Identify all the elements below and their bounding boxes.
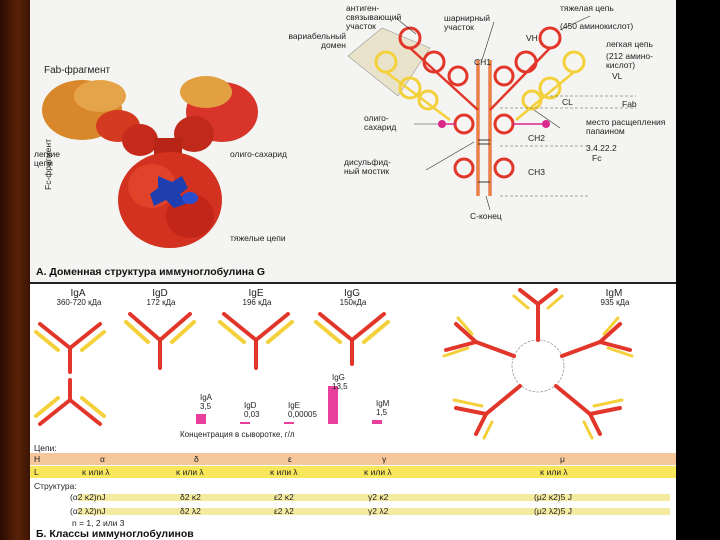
l-igm: κ или λ [540,467,568,477]
class-mass-igm: 935 кДа [580,298,650,307]
h-ige: ε [288,454,292,464]
structure-label: Структура: [34,481,77,491]
label-fab-fragment: Fab-фрагмент [44,66,110,77]
label-oligosaccharide-right: олиго-сахарид [364,114,414,132]
label-cleavage-site: место расщепления папаином [586,118,672,136]
s2-ige: ε2 λ2 [274,506,294,516]
s1-igg: γ2 κ2 [368,492,388,502]
s1-ige: ε2 κ2 [274,492,294,502]
row-footnote: n = 1, 2 или 3 [30,518,670,528]
label-light-chain: легкая цепь [606,40,672,49]
schematic-diagram [348,16,636,210]
h-iga: α [100,454,105,464]
concentration-bar-igm [372,420,382,424]
concentration-bar-iga [196,414,206,424]
h-label: H [34,454,40,464]
section-b-heading: Б. Классы иммуноглобулинов [36,528,194,540]
l-label: L [34,467,39,477]
label-ch3: CH3 [528,168,545,177]
concentration-bar-ige [284,422,294,424]
s2-iga: (α2 λ2)nJ [70,506,106,516]
class-mass-igd: 172 кДа [126,298,196,307]
slide-frame-left [0,0,30,540]
label-heavy-chains: тяжелые цепи [230,234,290,243]
ige-diagram [220,314,292,368]
s1-igm: (μ2 κ2)5 J [534,492,572,502]
class-mass-igg: 150кДа [318,298,388,307]
label-c-end: C-конец [470,212,502,221]
concentration-label-iga: IgA 3,5 [200,394,212,412]
label-light-chains: легкие цепи [34,150,78,168]
label-heavy-chain-note: (450 аминокислот) [560,22,640,31]
l-ige: κ или λ [270,467,298,477]
row-structure-label: Структура: [30,480,676,492]
slide-frame-right [676,0,720,540]
igd-diagram [126,314,194,368]
row-structure-2: (α2 λ2)nJ δ2 λ2 ε2 λ2 γ2 λ2 (μ2 λ2)5 J [30,506,670,516]
label-antigen-site: антиген-связывающий участок [346,4,410,31]
label-fc: Fc [592,154,601,163]
label-fab: Fab [622,100,637,109]
label-light-chain-note: (212 амино-кислот) [606,52,672,70]
label-cl: CL [562,98,573,107]
igg-illustration [30,0,676,282]
label-vl: VL [612,72,622,81]
s1-iga: (α2 κ2)nJ [70,492,106,502]
label-vh: VH [526,34,538,43]
class-mass-ige: 196 кДа [222,298,292,307]
igg-diagram [316,314,388,364]
l-igg: κ или λ [364,467,392,477]
row-structure-1: (α2 κ2)nJ δ2 κ2 ε2 κ2 γ2 κ2 (μ2 κ2)5 J [30,492,670,502]
s1-igd: δ2 κ2 [180,492,201,502]
concentration-label-igg: IgG 13,5 [332,374,348,392]
s2-igd: δ2 λ2 [180,506,201,516]
figure-page: Fab-фрагмент легкие цепи олиго-сахарид F… [30,0,676,540]
iga-diagram [36,324,104,424]
concentration-label-ige: IgE 0,00005 [288,402,317,420]
h-igg: γ [382,454,386,464]
concentration-label-igm: IgM 1,5 [376,400,389,418]
concentration-bar-igg [328,386,338,424]
concentration-label-igd: IgD 0,03 [244,402,260,420]
label-ch2: CH2 [528,134,545,143]
label-cleavage-note: 3.4.22.2 [586,144,672,153]
row-heavy: H α δ ε γ μ [30,453,676,465]
label-ch1: CH1 [474,58,491,67]
label-hinge: шарнирный участок [444,14,504,32]
concentration-bar-igd [240,422,250,424]
label-disulfide: дисульфид-ный мостик [344,158,404,176]
footnote: n = 1, 2 или 3 [72,518,125,528]
h-igd: δ [194,454,199,464]
domain-structure-panel: Fab-фрагмент легкие цепи олиго-сахарид F… [30,0,676,282]
s2-igg: γ2 λ2 [368,506,388,516]
label-heavy-chain: тяжелая цепь [560,4,640,13]
l-igd: κ или λ [176,467,204,477]
s2-igm: (μ2 λ2)5 J [534,506,572,516]
h-igm: μ [560,454,565,464]
igm-diagram [444,290,632,438]
concentration-caption: Концентрация в сыворотке, г/л [180,430,295,439]
row-light: L κ или λ κ или λ κ или λ κ или λ κ или … [30,466,676,478]
l-iga: κ или λ [82,467,110,477]
class-mass-iga: 360-720 кДа [44,298,114,307]
label-fc-fragment: Fc-фрагмент [44,130,53,190]
label-oligosaccharide-left: олиго-сахарид [230,150,290,159]
section-a-heading: А. Доменная структура иммуноглобулина G [36,266,265,278]
label-variable-domain: вариабельный домен [266,32,346,50]
chains-label: Цепи: [34,443,57,453]
